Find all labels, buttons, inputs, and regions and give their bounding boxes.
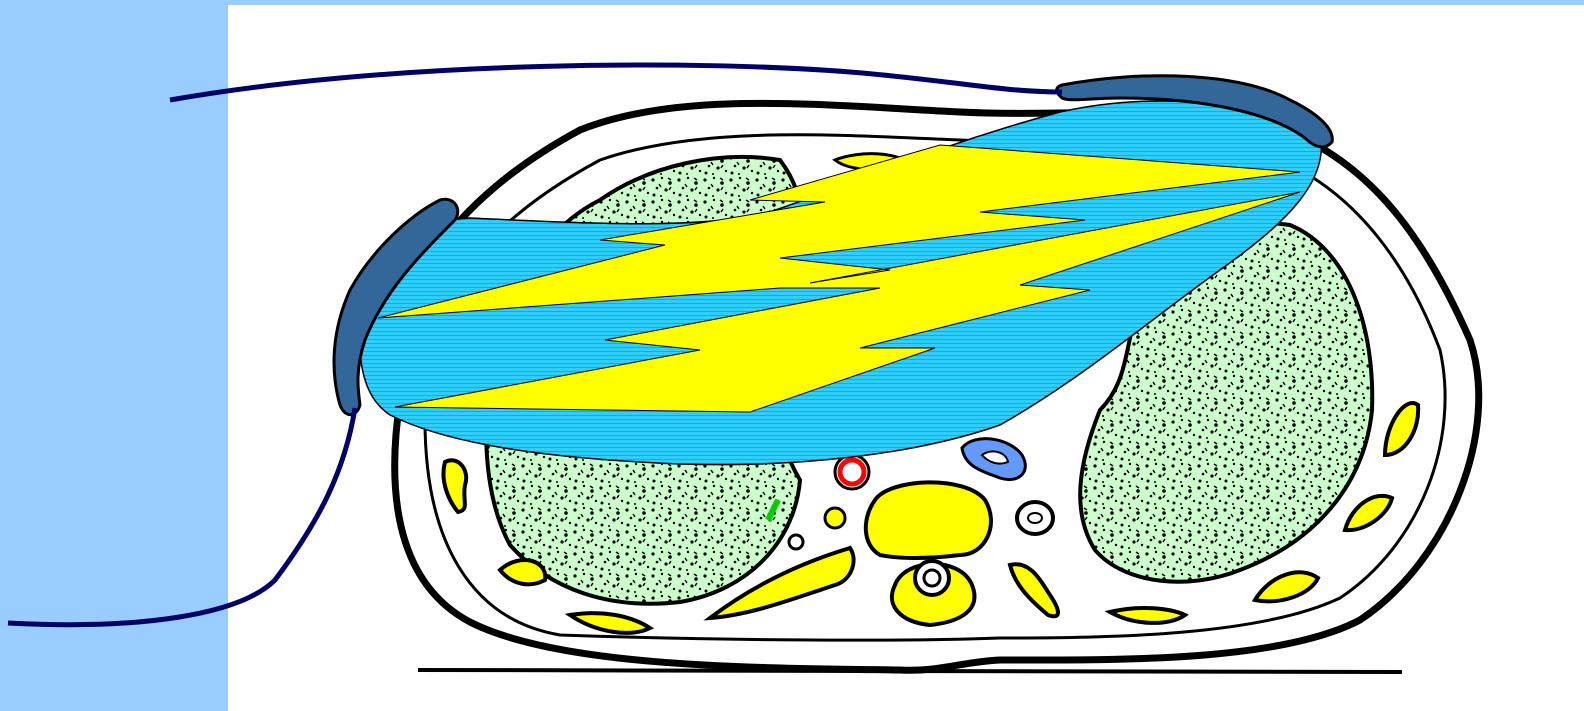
aorta-wall [840, 460, 864, 484]
spinal-cord [924, 570, 940, 586]
esophagus-lumen [1028, 513, 1042, 523]
lower-lead-wire[interactable] [8, 408, 355, 625]
small-vessel [825, 508, 845, 528]
small-vessel [789, 535, 803, 549]
vertebra [866, 482, 991, 558]
upper-lead-wire[interactable] [170, 65, 1062, 100]
